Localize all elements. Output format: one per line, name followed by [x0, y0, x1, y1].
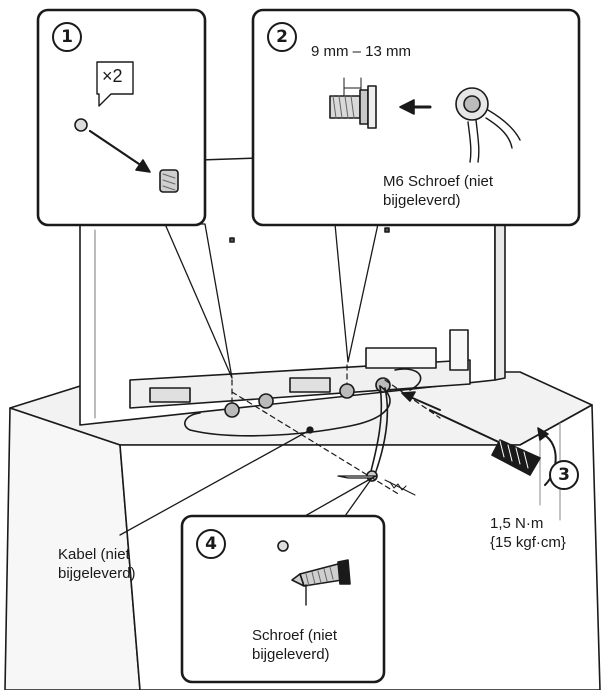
step-1-badge: 1 [52, 22, 82, 52]
m6-screw-label: M6 Schroef (niet bijgeleverd) [383, 172, 493, 210]
m6-screw-label-line1: M6 Schroef (niet [383, 173, 494, 190]
screw-label-line1: Schroef (niet [252, 627, 338, 644]
screwdriver [429, 409, 557, 486]
quantity-label: ×2 [102, 66, 123, 86]
stand-feet [224, 377, 391, 418]
step1-panel [36, 8, 207, 227]
torque-label: 1,5 N·m {15 kgf·cm} [490, 514, 566, 552]
screw-label: Schroef (niet bijgeleverd) [252, 626, 337, 664]
callout-pointers [119, 223, 379, 536]
step2-panel [251, 8, 581, 227]
insert-arrow [401, 391, 441, 411]
dimension-label: 9 mm – 13 mm [311, 43, 412, 60]
wall-screw [384, 479, 416, 496]
step-3-badge: 3 [549, 460, 579, 490]
torque-label-line1: 1,5 N·m [490, 515, 544, 532]
cable-label-line1: Kabel (niet [58, 546, 130, 563]
step-4-badge: 4 [196, 529, 226, 559]
cable-label: Kabel (niet bijgeleverd) [58, 545, 136, 583]
step4-panel [180, 514, 386, 684]
step-2-badge: 2 [267, 22, 297, 52]
screw-label-line2: bijgeleverd) [252, 646, 330, 663]
cable-label-line2: bijgeleverd) [58, 565, 136, 582]
torque-label-line2: {15 kgf·cm} [490, 534, 566, 551]
m6-screw-label-line2: bijgeleverd) [383, 192, 461, 209]
